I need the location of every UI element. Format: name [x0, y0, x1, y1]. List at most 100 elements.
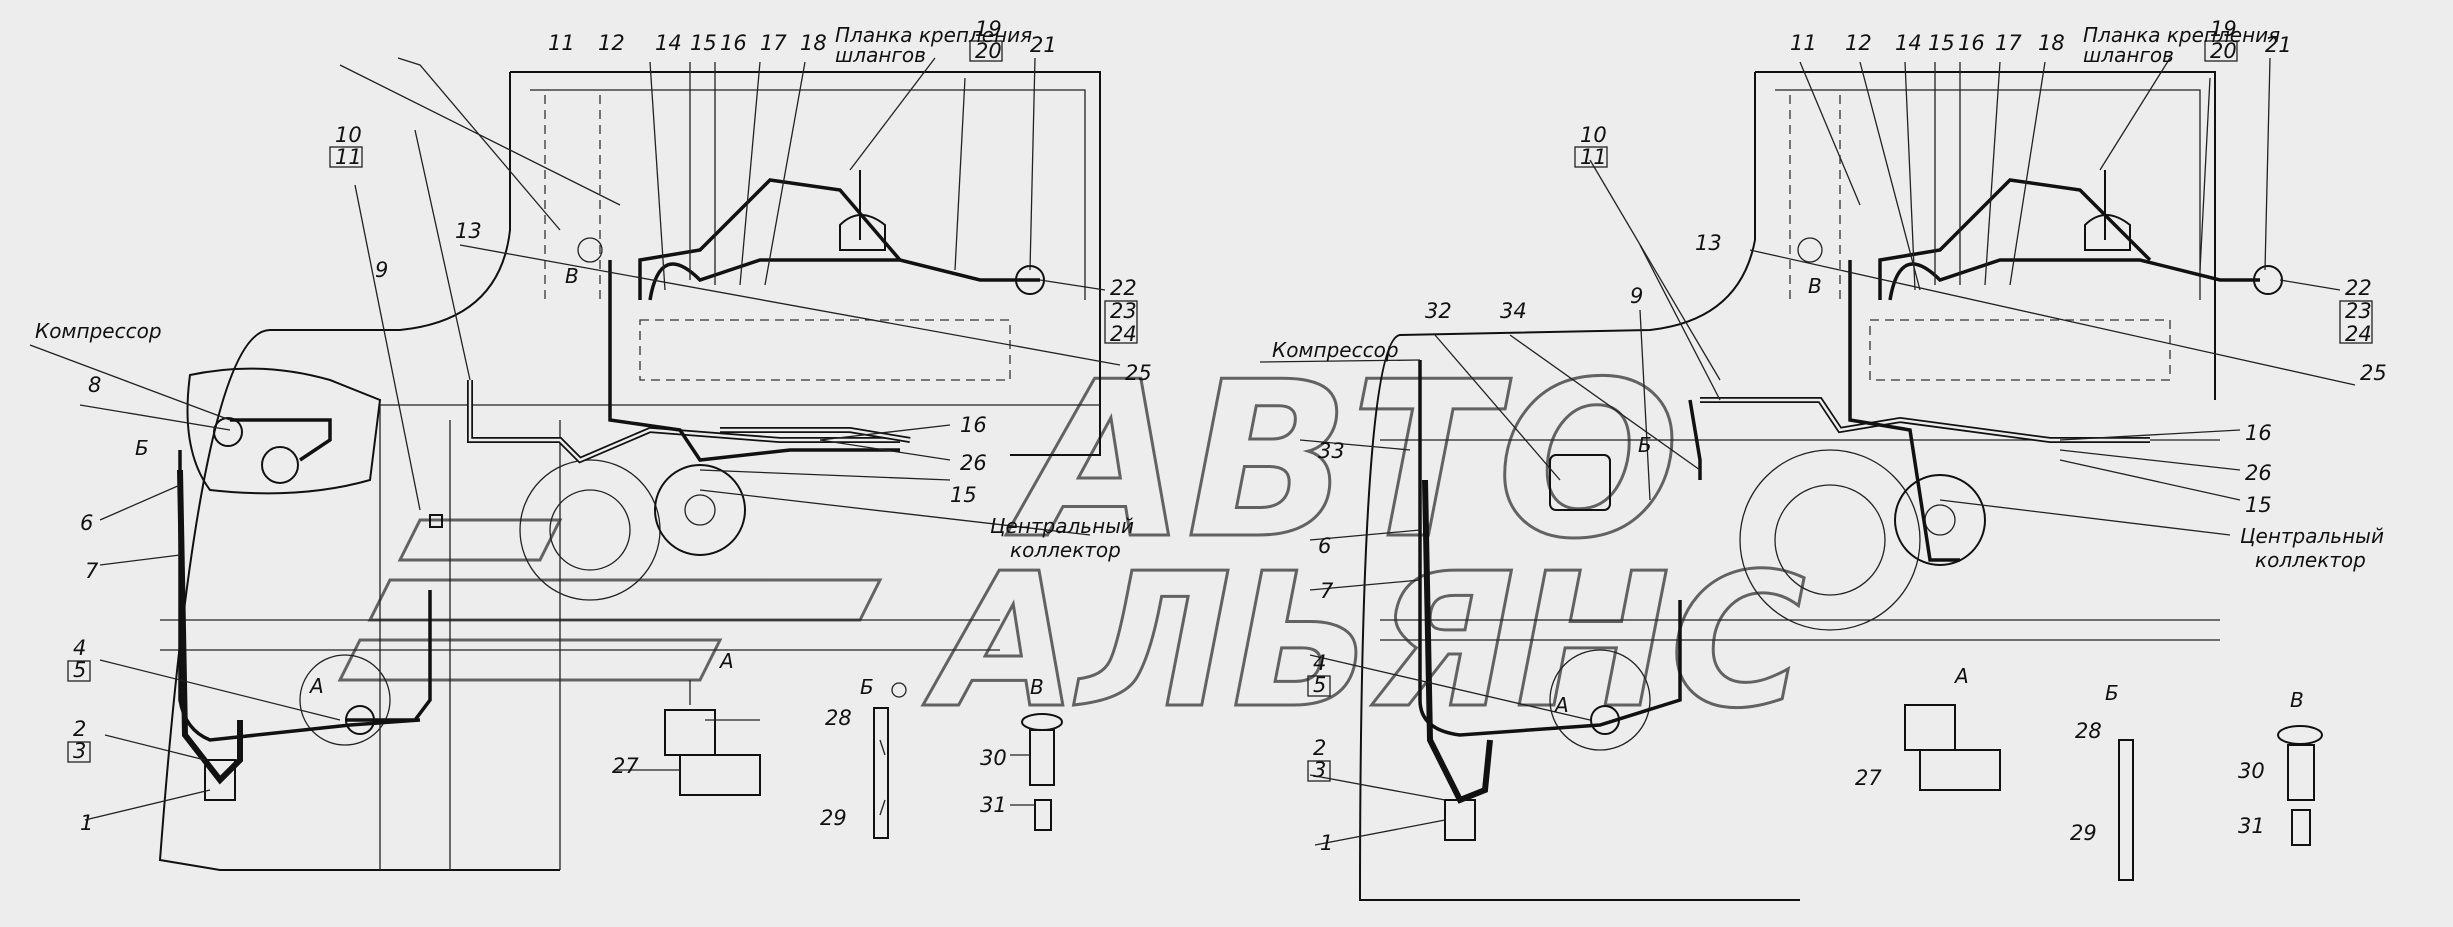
callout-10-r: 10 — [1580, 123, 1607, 147]
callout-28: 28 — [825, 706, 852, 730]
label-view-b: Б — [135, 436, 149, 460]
pipe-main-line — [467, 380, 900, 464]
callout-28-r: 28 — [2075, 719, 2102, 743]
watermark-line2: АЛЬЯНС — [922, 533, 1806, 749]
valve-1-r — [1444, 799, 1476, 841]
callout-16b-r: 16 — [2245, 421, 2272, 445]
valve-a-r — [1590, 705, 1620, 735]
leader-lines — [29, 57, 1121, 821]
valve-a — [345, 705, 375, 735]
callout-11-frac: 11 — [335, 145, 362, 169]
callout-34: 34 — [1500, 299, 1527, 323]
callout-31: 31 — [980, 793, 1007, 817]
callout-8: 8 — [88, 373, 101, 397]
label-bracket-1: Планка крепления — [835, 23, 1032, 47]
callout-26: 26 — [960, 451, 987, 475]
label-bracket-2-r: шлангов — [2083, 43, 2174, 67]
watermark-logo-stripes — [337, 518, 883, 682]
pipe-hose-1 — [177, 469, 243, 785]
collector-core — [684, 494, 716, 526]
callout-19-r: 19 — [2210, 17, 2237, 41]
label-view-a2-r: А — [1953, 664, 1969, 688]
pipe-upper-line — [648, 258, 1040, 301]
detail-v-r — [2277, 725, 2323, 846]
callout-9: 9 — [375, 258, 388, 282]
hose-bracket — [839, 170, 886, 251]
dashed-r — [1789, 95, 2171, 381]
callout-5: 5 — [73, 658, 86, 682]
callout-20-r: 20 — [2210, 39, 2237, 63]
detail-b-body — [873, 707, 889, 839]
callout-19: 19 — [975, 17, 1002, 41]
callout-22: 22 — [1110, 276, 1137, 300]
compressor-pulley — [213, 417, 243, 447]
callout-30: 30 — [980, 746, 1007, 770]
hose-bracket-r — [2084, 170, 2131, 251]
callout-27: 27 — [612, 754, 639, 778]
pipe-valve-vertical — [345, 590, 432, 722]
valve-1 — [204, 759, 236, 801]
callout-18-r: 18 — [2038, 31, 2065, 55]
pipe-compressor-to-valve-r — [1418, 360, 1682, 737]
callouts: 11 12 14 15 16 17 18 19 20 21 22 23 24 2… — [67, 17, 1152, 835]
callout-1-r: 1 — [1320, 831, 1333, 855]
leader-lines-r — [1259, 57, 2356, 846]
compressor-block — [186, 367, 382, 495]
callout-25: 25 — [1125, 361, 1152, 385]
callout-13: 13 — [455, 219, 482, 243]
callout-4-r: 4 — [1313, 651, 1326, 675]
pipe-upper-loop-r — [1878, 178, 2152, 300]
cab-outline — [510, 71, 1101, 456]
label-collector-1-r: Центральный — [2240, 524, 2384, 548]
label-view-v-r: В — [1808, 274, 1822, 298]
front-wheel-r — [1739, 449, 1921, 631]
callout-24-r: 24 — [2345, 322, 2372, 346]
detail-v — [1021, 713, 1063, 831]
callout-21: 21 — [1030, 33, 1057, 57]
receiver-32 — [1549, 454, 1611, 511]
frame-rails — [160, 404, 1100, 651]
detail-v-body — [1029, 729, 1055, 786]
pipe-compressor-head — [230, 418, 332, 462]
detail-b-mark — [891, 682, 907, 698]
detail-b-r — [2118, 739, 2134, 881]
rear-hub-r — [1549, 649, 1651, 751]
label-collector-2-r: коллектор — [2255, 548, 2366, 572]
callout-31-r: 31 — [2238, 814, 2265, 838]
pipe-main-line-r — [1700, 397, 2150, 443]
collector-housing — [654, 464, 746, 556]
callout-21-r: 21 — [2265, 33, 2292, 57]
frame-outline-r — [1358, 72, 1800, 901]
label-bracket-1-r: Планка крепления — [2083, 23, 2280, 47]
labels-r: Компрессор Планка крепления шлангов Цент… — [1272, 23, 2384, 717]
detail-a-valve — [664, 709, 716, 756]
callouts-r: 11 12 14 15 16 17 18 19 20 21 22 23 24 2… — [1307, 17, 2387, 855]
callout-17-r: 17 — [1995, 31, 2022, 55]
callout-29-r: 29 — [2070, 821, 2097, 845]
right-view: 11 12 14 15 16 17 18 19 20 21 22 23 24 2… — [1259, 17, 2387, 901]
callout-32: 32 — [1425, 299, 1452, 323]
label-view-a-r: А — [1553, 693, 1569, 717]
callout-15b-r: 15 — [2245, 493, 2272, 517]
front-wheel-inner-r — [1774, 484, 1886, 596]
label-compressor-r: Компрессор — [1272, 338, 1399, 362]
left-view: 11 12 14 15 16 17 18 19 20 21 22 23 24 2… — [29, 17, 1152, 871]
callout-13-r: 13 — [1695, 231, 1722, 255]
callout-26-r: 26 — [2245, 461, 2272, 485]
callout-18: 18 — [800, 31, 827, 55]
label-view-b2: Б — [860, 675, 874, 699]
callout-7-r: 7 — [1320, 579, 1334, 603]
callout-24: 24 — [1110, 322, 1137, 346]
callout-20: 20 — [975, 39, 1002, 63]
detail-a — [664, 680, 761, 796]
label-compressor: Компрессор — [35, 319, 162, 343]
callout-23-r: 23 — [2345, 299, 2372, 323]
label-view-a: А — [308, 674, 324, 698]
fitting-v — [577, 237, 603, 263]
callout-2: 2 — [73, 717, 86, 741]
fitting-v-r — [1797, 237, 1823, 263]
callout-29: 29 — [820, 806, 847, 830]
callout-15: 15 — [690, 31, 717, 55]
